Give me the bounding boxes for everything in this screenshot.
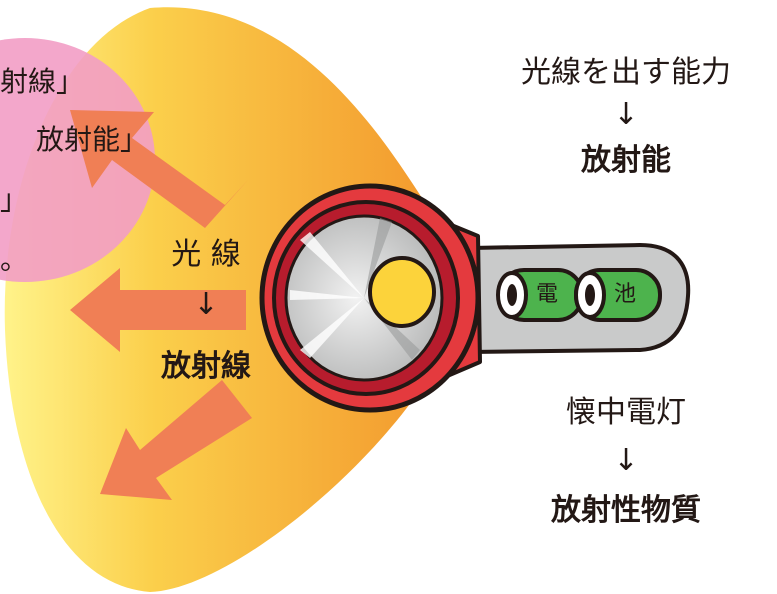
battery-label-1: 電 xyxy=(536,282,559,307)
bubble-line-4: 。 xyxy=(0,243,29,276)
bubble-line-1: 射線」 xyxy=(0,65,85,98)
term-light-emitting-ability: 光線を出す能力 xyxy=(521,55,731,90)
ray-arrow-lower xyxy=(100,380,252,500)
label-radioactive-material: 放射性物質 xyxy=(551,493,701,528)
label-radioactivity: 放射能 xyxy=(581,143,671,178)
arrow-down-icon: ↓ xyxy=(613,97,639,132)
bubble-line-2: 放射能」 xyxy=(36,123,149,156)
ray-arrow-middle xyxy=(70,268,246,352)
ray-arrow-upper xyxy=(70,110,248,228)
arrow-down-icon: ↓ xyxy=(613,443,639,478)
arrow-down-icon: ↓ xyxy=(193,287,219,322)
bubble-line-3: 」 xyxy=(0,183,29,216)
term-flashlight: 懐中電灯 xyxy=(566,395,686,430)
flashlight-bulb xyxy=(368,256,436,328)
battery-label-2: 池 xyxy=(614,282,637,307)
label-radiation: 放射線 xyxy=(161,349,251,384)
speech-bubble xyxy=(0,38,155,282)
battery-2 xyxy=(574,268,662,322)
term-light-ray: 光 線 xyxy=(171,237,241,272)
